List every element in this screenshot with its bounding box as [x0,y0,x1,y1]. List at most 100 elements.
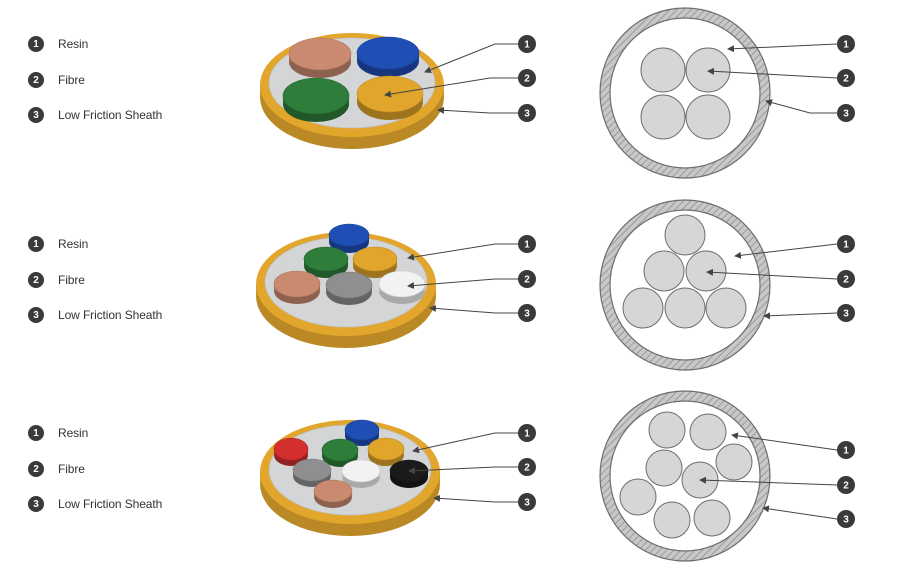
callout-number: 2 [843,275,849,286]
fibre-circle [645,449,683,487]
cable-3d-row-2 [256,223,436,348]
number-badge: 3 [28,496,44,512]
callout-number: 2 [524,275,530,286]
fibre-circle [689,413,727,451]
fibre-puck [325,271,373,305]
callout-badge [518,270,536,288]
number-badge: 2 [28,461,44,477]
fibre-puck [356,36,420,77]
callout-line [384,77,518,98]
fibre-puck [292,458,332,487]
legend-label: Low Friction Sheath [58,308,163,322]
callout-number: 1 [524,429,530,440]
fibre-circle [643,250,685,292]
callout-line [763,312,838,320]
callout-badge [518,424,536,442]
callout-1: 1 [424,35,536,74]
fibre-top [352,246,398,272]
callout-badge [837,35,855,53]
legend-item-sheath: 3 Low Friction Sheath [28,107,162,123]
fibre-top [344,419,380,441]
callout-line [765,99,837,114]
callout-number: 2 [524,74,530,85]
fibre-top [367,437,405,461]
callout-1: 1 [407,235,536,261]
fibre-puck [303,246,349,278]
callout-line [699,476,838,486]
fibre-circle [685,47,731,93]
callout-line [727,43,838,53]
legend-label: Fibre [58,462,85,476]
fibre-circle [685,94,731,140]
fibre-top [273,270,321,298]
fibre-circle [640,94,686,140]
legend-label: Low Friction Sheath [58,108,163,122]
callout-3: 3 [763,304,855,322]
callout-badge [837,69,855,87]
legend-label: Resin [58,37,89,51]
callout-number: 3 [843,515,849,526]
callout-number: 3 [843,309,849,320]
legend-item-fibre: 2 Fibre [28,461,85,477]
callout-line [437,106,518,114]
callout-3: 3 [762,505,855,528]
fibre-top [292,458,332,482]
number-badge: 1 [28,236,44,252]
number-badge: 1 [28,425,44,441]
legend-item-sheath: 3 Low Friction Sheath [28,496,162,512]
callout-line [429,304,518,314]
fibre-puck [352,246,398,278]
fibre-circle [685,250,727,292]
callout-badge [518,493,536,511]
callout-badge [518,458,536,476]
callout-number: 3 [524,498,530,509]
fibre-top [328,223,370,247]
callout-number: 1 [843,446,849,457]
fibre-circle [622,287,664,329]
number-badge: 2 [28,272,44,288]
callout-number: 2 [843,481,849,492]
legend-item-resin: 1 Resin [28,425,88,441]
fibre-puck [389,459,429,488]
cross-section-2 [599,199,771,371]
legend-item-resin: 1 Resin [28,236,88,252]
callout-line [407,278,518,290]
cable-3d-row-3 [260,419,440,536]
fibre-top [273,437,309,461]
resin-area [609,17,761,169]
fibre-puck [356,75,424,120]
callout-number: 3 [843,109,849,120]
fibre-circle [653,501,691,539]
callout-badge [518,104,536,122]
callout-badge [518,35,536,53]
callout-line [707,67,838,79]
callout-3: 3 [437,104,536,122]
fibre-puck [313,479,353,508]
callout-badge [518,235,536,253]
number-badge: 3 [28,307,44,323]
callout-number: 3 [524,309,530,320]
fibre-top [321,438,359,462]
legend-item-resin: 1 Resin [28,36,88,52]
callout-line [412,432,518,454]
callout-3: 3 [429,304,536,322]
fibre-top [341,459,381,483]
callout-2: 2 [408,458,536,476]
callout-number: 1 [524,40,530,51]
fibre-puck [344,419,380,446]
callout-badge [837,104,855,122]
fibre-puck [273,437,309,466]
legend-label: Fibre [58,273,85,287]
legend-label: Resin [58,237,89,251]
legend-item-fibre: 2 Fibre [28,272,85,288]
callout-line [706,268,838,280]
legend-label: Low Friction Sheath [58,497,163,511]
callout-badge [837,510,855,528]
callout-line [424,43,518,74]
fibre-circle [664,214,706,256]
callout-badge [837,235,855,253]
fibre-puck [282,77,350,122]
callout-number: 1 [843,40,849,51]
